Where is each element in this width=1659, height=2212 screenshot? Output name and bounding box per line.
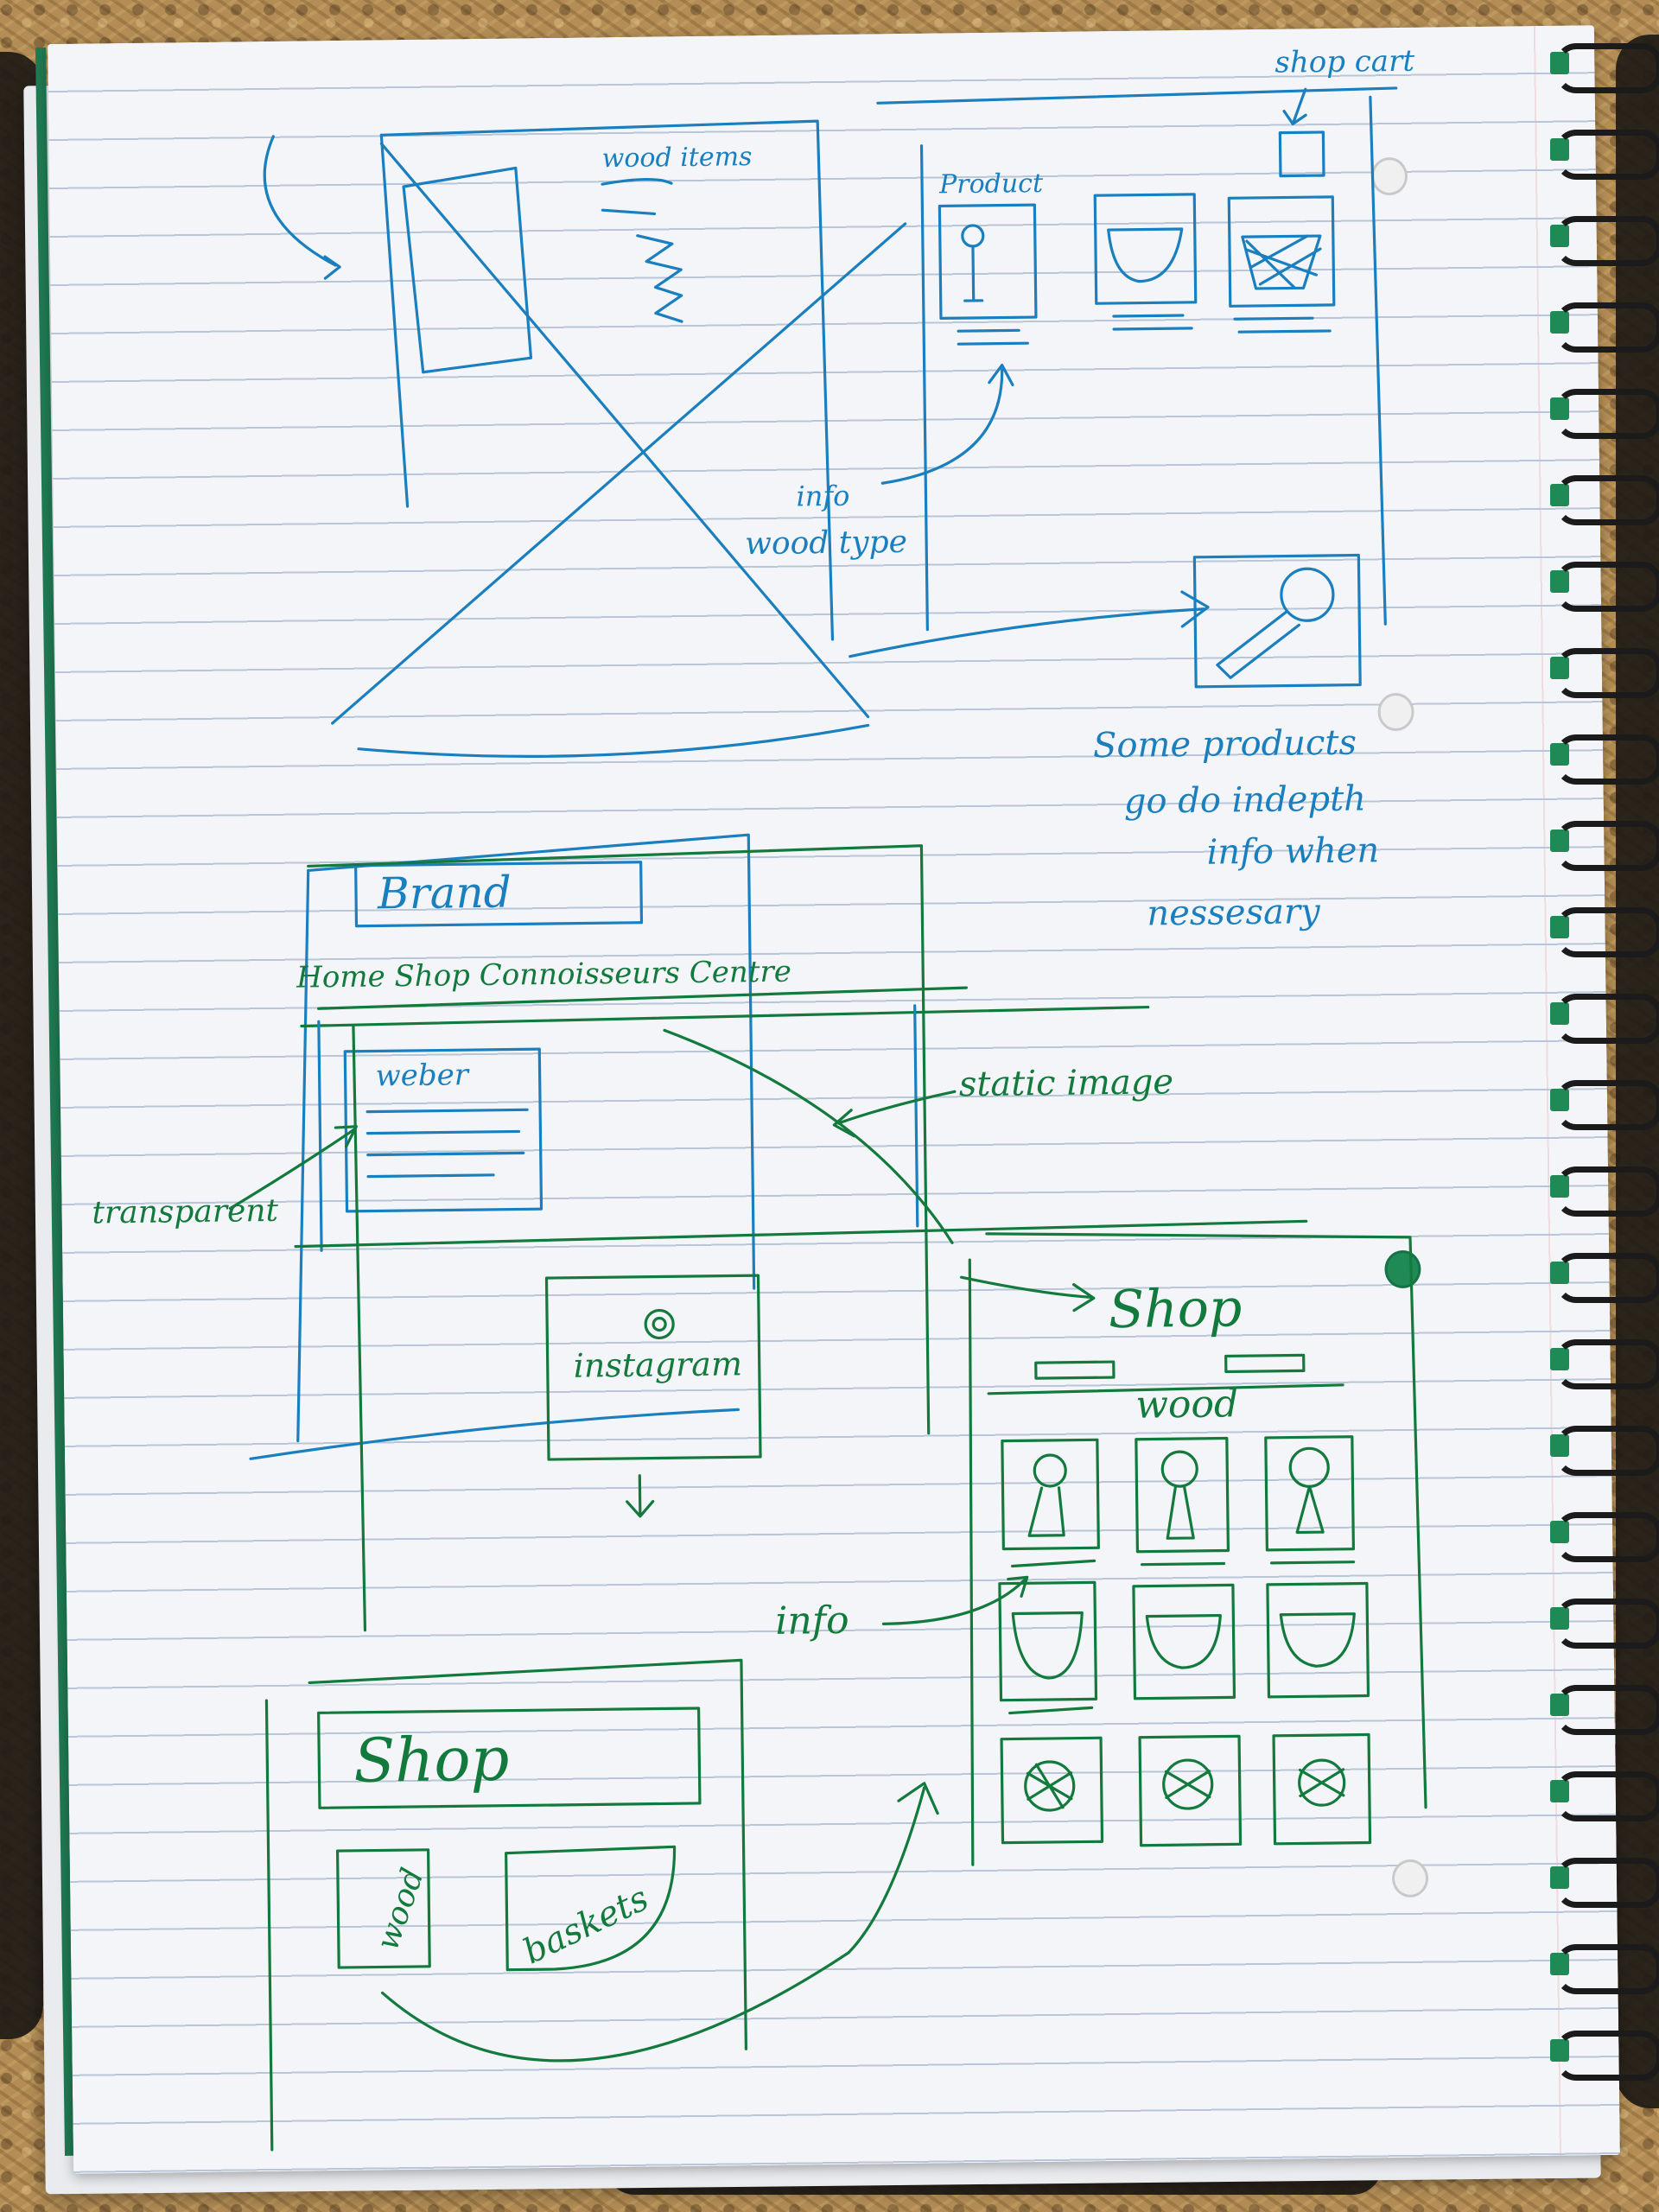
static-image-note: static image (959, 1062, 1174, 1104)
grid-item (1001, 1438, 1100, 1551)
product-thumb-2 (1093, 193, 1198, 305)
wood-tile (335, 1848, 431, 1969)
spiral-ring (1555, 1771, 1659, 1821)
spiral-ring (1555, 1944, 1659, 1994)
grid-item (1266, 1581, 1370, 1699)
spiral-ring (1555, 1512, 1659, 1562)
brand-box (354, 861, 644, 928)
spiral-ring (1555, 216, 1659, 266)
wood-type-note: wood type (745, 524, 907, 562)
top-left-wireframe: wood items (263, 119, 907, 758)
instagram-label: instagram (573, 1344, 742, 1384)
baskets-tile-label: baskets (518, 1878, 655, 1972)
spiral-ring (1555, 907, 1659, 957)
spiral-ring (1555, 1685, 1659, 1735)
spiral-ring (1555, 130, 1659, 180)
spiral-ring (1555, 994, 1659, 1044)
scribble-note: wood items (601, 142, 752, 174)
cart-icon (1278, 130, 1325, 178)
shop-grid-subtitle: wood (1135, 1382, 1238, 1427)
shop-landing-title: Shop (353, 1724, 510, 1796)
product-thumb-3 (1227, 195, 1336, 308)
spiral-ring (1555, 43, 1659, 93)
rug-dark-band-right (1616, 35, 1659, 2108)
baskets-tile (505, 1845, 677, 1972)
spiral-ring (1555, 2031, 1659, 2081)
wood-tile-label: wood (370, 1864, 431, 1955)
instagram-icon (644, 1308, 675, 1340)
shop-landing-wireframe: Shop wood baskets (264, 1658, 939, 2152)
brand-label: Brand (377, 868, 512, 919)
spiral-ring (1555, 1253, 1659, 1303)
some-products-note-line-1: Some products (1093, 723, 1357, 766)
product-label: Product (938, 168, 1044, 200)
some-products-note-line-4: nessesary (1147, 892, 1321, 933)
notebook-page: wood items shop cart Product info wood (48, 25, 1620, 2174)
homepage-wireframe: Brand Home Shop Connoisseurs Centre webe… (92, 833, 1308, 1632)
spiral-ring (1555, 821, 1659, 871)
spiral-ring (1555, 1339, 1659, 1389)
shop-grid-wireframe: Shop wood (775, 1232, 1427, 1866)
product-large-image (1192, 553, 1362, 689)
spiral-ring (1555, 1166, 1659, 1217)
shop-cart-note: shop cart (1274, 44, 1414, 80)
spiral-ring (1555, 562, 1659, 612)
instagram-box (544, 1274, 762, 1461)
spiral-ring (1555, 1599, 1659, 1649)
transparent-note: transparent (92, 1193, 278, 1231)
spiral-ring (1555, 1858, 1659, 1908)
product-thumb-1 (938, 203, 1038, 321)
grid-item (1132, 1583, 1236, 1700)
some-products-note-line-3: info when (1206, 830, 1379, 872)
spiral-ring (1555, 1426, 1659, 1476)
notebook-spiral-binding (1538, 0, 1659, 2212)
nav-text: Home Shop Connoisseurs Centre (296, 955, 791, 995)
wireframe-sketch: wood items shop cart Product info wood (92, 44, 1427, 2152)
shop-grid-title: Shop (1109, 1278, 1243, 1340)
grid-item (998, 1580, 1098, 1702)
hero-overlay-box (343, 1047, 543, 1213)
shop-grid-info-note: info (775, 1599, 849, 1643)
spiral-ring (1555, 302, 1659, 353)
grid-item (1138, 1734, 1243, 1847)
spiral-ring (1555, 734, 1659, 785)
grid-item (1264, 1435, 1356, 1552)
grid-item (1135, 1436, 1230, 1554)
hero-box-label: weber (375, 1058, 470, 1093)
grid-item (1272, 1732, 1372, 1846)
spiral-ring (1555, 1080, 1659, 1130)
product-detail-wireframe: shop cart Product info wood type Som (745, 44, 1415, 934)
info-note: info (796, 480, 849, 513)
spiral-ring (1555, 389, 1659, 439)
grid-item (1000, 1736, 1104, 1845)
spiral-ring (1555, 648, 1659, 698)
spiral-ring (1555, 475, 1659, 525)
some-products-note-line-2: go do indepth (1124, 779, 1367, 821)
shop-banner (317, 1707, 702, 1809)
